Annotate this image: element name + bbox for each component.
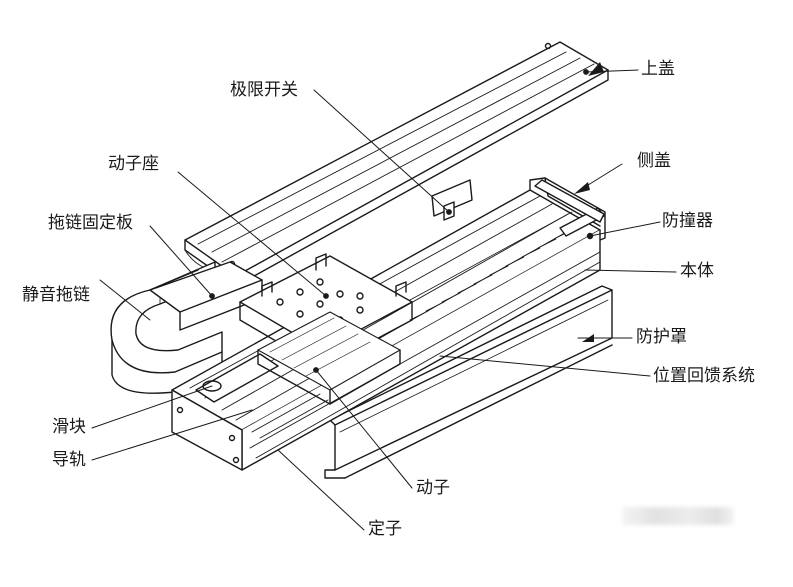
drag-chain-plate-part (149, 261, 263, 331)
label-side-cover: 侧盖 (637, 151, 671, 171)
protective-cover-part (324, 285, 613, 479)
label-slider: 滑块 (52, 417, 86, 437)
leader-silent-drag-chain (99, 279, 151, 321)
arrow-side-cover (574, 182, 590, 194)
arrowheads (574, 62, 604, 342)
label-limit-switch: 极限开关 (230, 80, 298, 100)
label-mover: 动子 (416, 478, 450, 498)
label-mover-seat: 动子座 (108, 154, 159, 174)
mover-seat-part (239, 253, 413, 405)
label-stator: 定子 (368, 519, 402, 539)
side-cover-part (534, 179, 605, 223)
leader-limit-switch (313, 89, 450, 213)
leader-body (584, 269, 677, 273)
label-top-cover: 上盖 (641, 59, 675, 79)
label-feedback-system: 位置回馈系统 (653, 366, 755, 386)
leader-drag-chain-plate (149, 225, 213, 297)
leader-feedback-system (439, 355, 651, 377)
leader-mover (315, 369, 413, 489)
leader-bumper (589, 221, 661, 237)
leader-stator (277, 449, 365, 531)
arrow-top-cover (588, 62, 604, 76)
arrow-protective-cover (582, 334, 594, 342)
leader-slider (91, 385, 213, 429)
leader-mover-seat (177, 171, 327, 297)
label-drag-chain-plate: 拖链固定板 (48, 213, 133, 233)
leader-guide-rail (91, 409, 253, 461)
blurred-watermark (622, 507, 734, 525)
label-body: 本体 (680, 261, 714, 281)
label-guide-rail: 导轨 (52, 450, 86, 470)
label-protective-cover: 防护罩 (636, 327, 687, 347)
leader-lines (91, 69, 677, 531)
top-cover-part (184, 41, 609, 287)
label-bumper: 防撞器 (662, 211, 713, 231)
label-silent-drag-chain: 静音拖链 (22, 285, 90, 305)
limit-switch-part (431, 179, 473, 221)
